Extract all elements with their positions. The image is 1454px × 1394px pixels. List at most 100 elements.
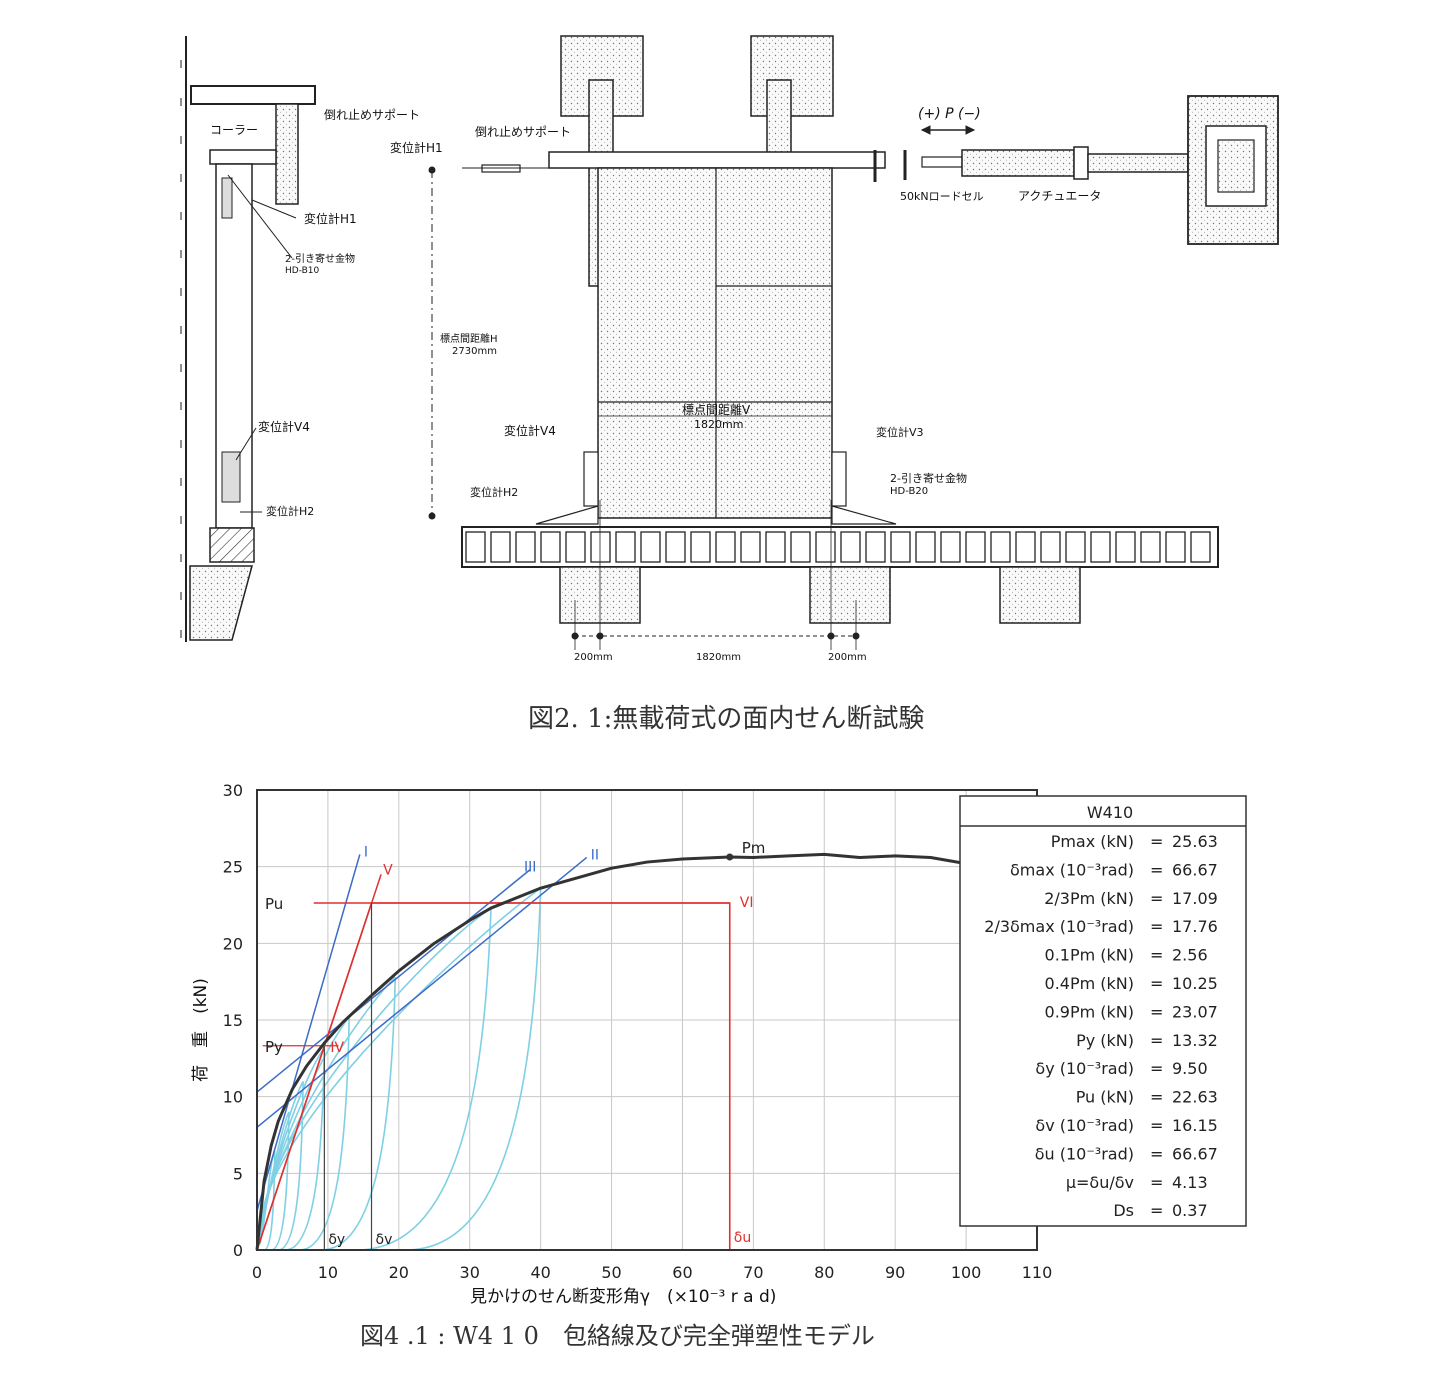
y-axis-label: 荷 重 (kN)	[191, 978, 211, 1082]
label-gauge-v4-side: 変位計V4	[258, 419, 310, 434]
label-width: 標点間距離V	[682, 403, 751, 417]
label-height-value: 2730mm	[452, 346, 497, 357]
table-row-equals: =	[1150, 1088, 1163, 1107]
annotation-Pu: Pu	[265, 895, 283, 913]
envelope-curve	[255, 852, 967, 1251]
beam-cell	[690, 531, 711, 563]
x-tick-label: 80	[814, 1263, 834, 1282]
beam-cell	[865, 531, 886, 563]
table-row-label: δv (10⁻³rad)	[1035, 1116, 1134, 1135]
label-gauge-h1-front: 変位計H1	[390, 140, 443, 155]
label-holddown-front: 2-引き寄せ金物	[890, 471, 967, 485]
table-row-equals: =	[1150, 1002, 1163, 1021]
y-tick-label: 10	[223, 1088, 243, 1107]
y-tick-label: 25	[223, 858, 243, 877]
reference-line	[256, 856, 588, 1128]
pm-point	[726, 853, 734, 861]
hysteresis-loop	[259, 887, 542, 1251]
y-tick-label: 5	[233, 1164, 243, 1183]
bilinear-line	[256, 902, 731, 1251]
table-row-label: δu (10⁻³rad)	[1035, 1144, 1134, 1163]
beam-cell	[465, 531, 486, 563]
x-tick-label: 50	[601, 1263, 621, 1282]
x-tick-label: 100	[951, 1263, 982, 1282]
table-row-equals: =	[1150, 1201, 1163, 1220]
x-axis-label: 見かけのせん断変形角γ (×10⁻³ r a d)	[470, 1287, 776, 1307]
label-actuator: アクチュエータ	[1018, 189, 1101, 203]
beam-cell	[1040, 531, 1061, 563]
x-tick-label: 90	[885, 1263, 905, 1282]
beam-cell	[915, 531, 936, 563]
table-row-value: 16.15	[1172, 1116, 1218, 1135]
x-tick-label: 10	[318, 1263, 338, 1282]
x-tick-label: 30	[460, 1263, 480, 1282]
table-row-value: 25.63	[1172, 832, 1218, 851]
beam-cell	[890, 531, 911, 563]
label-dim-left: 200mm	[574, 652, 613, 663]
annotation-dy: δy	[328, 1232, 345, 1248]
table-row-label: Pu (kN)	[1076, 1088, 1134, 1107]
annotation-II: II	[591, 847, 599, 863]
base-supports	[559, 500, 1081, 650]
table-row-value: 9.50	[1172, 1059, 1208, 1078]
label-roller: コーラー	[210, 123, 258, 137]
table-row-label: δy (10⁻³rad)	[1035, 1059, 1134, 1078]
reference-line	[256, 854, 361, 1211]
label-holddown-front-code: HD-B20	[890, 486, 928, 497]
side-view	[180, 36, 316, 642]
beam-cell	[1190, 531, 1211, 563]
beam-cell	[490, 531, 511, 563]
label-gauge-h1-side: 変位計H1	[304, 211, 357, 226]
table-row-equals: =	[1150, 1059, 1163, 1078]
y-tick-label: 15	[223, 1011, 243, 1030]
front-view	[428, 35, 1279, 568]
table-row-value: 22.63	[1172, 1088, 1218, 1107]
label-gauge-v4-front: 変位計V4	[504, 423, 556, 438]
beam-cell	[765, 531, 786, 563]
table-row-label: 2/3Pm (kN)	[1044, 889, 1134, 908]
x-tick-label: 40	[530, 1263, 550, 1282]
annotation-Py: Py	[265, 1038, 283, 1056]
hysteresis-loops	[259, 887, 542, 1251]
table-row-equals: =	[1150, 1144, 1163, 1163]
label-gauge-h2-side: 変位計H2	[266, 504, 314, 518]
table-row-equals: =	[1150, 1031, 1163, 1050]
label-gauge-h2-front: 変位計H2	[470, 485, 518, 499]
table-row-equals: =	[1150, 974, 1163, 993]
label-width-value: 1820mm	[694, 418, 743, 431]
table-row-value: 66.67	[1172, 1144, 1218, 1163]
table-row-value: 0.37	[1172, 1201, 1208, 1220]
x-tick-label: 0	[252, 1263, 262, 1282]
annotation-V: V	[383, 862, 393, 878]
table-row-label: Pmax (kN)	[1051, 832, 1134, 851]
beam-cell	[665, 531, 686, 563]
annotation-VI: VI	[740, 895, 754, 911]
x-tick-label: 20	[389, 1263, 409, 1282]
y-tick-label: 0	[233, 1241, 243, 1260]
table-row-value: 4.13	[1172, 1173, 1208, 1192]
beam-cell	[840, 531, 861, 563]
table-row-value: 23.07	[1172, 1002, 1218, 1021]
envelope-line	[255, 852, 967, 1251]
figure2-caption: 図4 .1 : W4 1 0 包絡線及び完全弾塑性モデル	[360, 1322, 875, 1350]
beam-cell	[1065, 531, 1086, 563]
label-dim-mid: 1820mm	[696, 652, 741, 663]
beam-cell	[540, 531, 561, 563]
table-row-value: 13.32	[1172, 1031, 1218, 1050]
x-tick-label: 60	[672, 1263, 692, 1282]
table-row-label: μ=δu/δv	[1066, 1173, 1134, 1192]
beam-cell	[515, 531, 536, 563]
table-row-equals: =	[1150, 917, 1163, 936]
table-row-value: 17.76	[1172, 917, 1218, 936]
table-row-equals: =	[1150, 1173, 1163, 1192]
table-row-value: 10.25	[1172, 974, 1218, 993]
table-row-label: 0.1Pm (kN)	[1045, 946, 1134, 965]
table-row-value: 17.09	[1172, 889, 1218, 908]
x-tick-label: 110	[1022, 1263, 1053, 1282]
beam-cell	[715, 531, 736, 563]
x-tick-label: 70	[743, 1263, 763, 1282]
beam-cell	[990, 531, 1011, 563]
hysteresis-loop	[259, 976, 397, 1251]
